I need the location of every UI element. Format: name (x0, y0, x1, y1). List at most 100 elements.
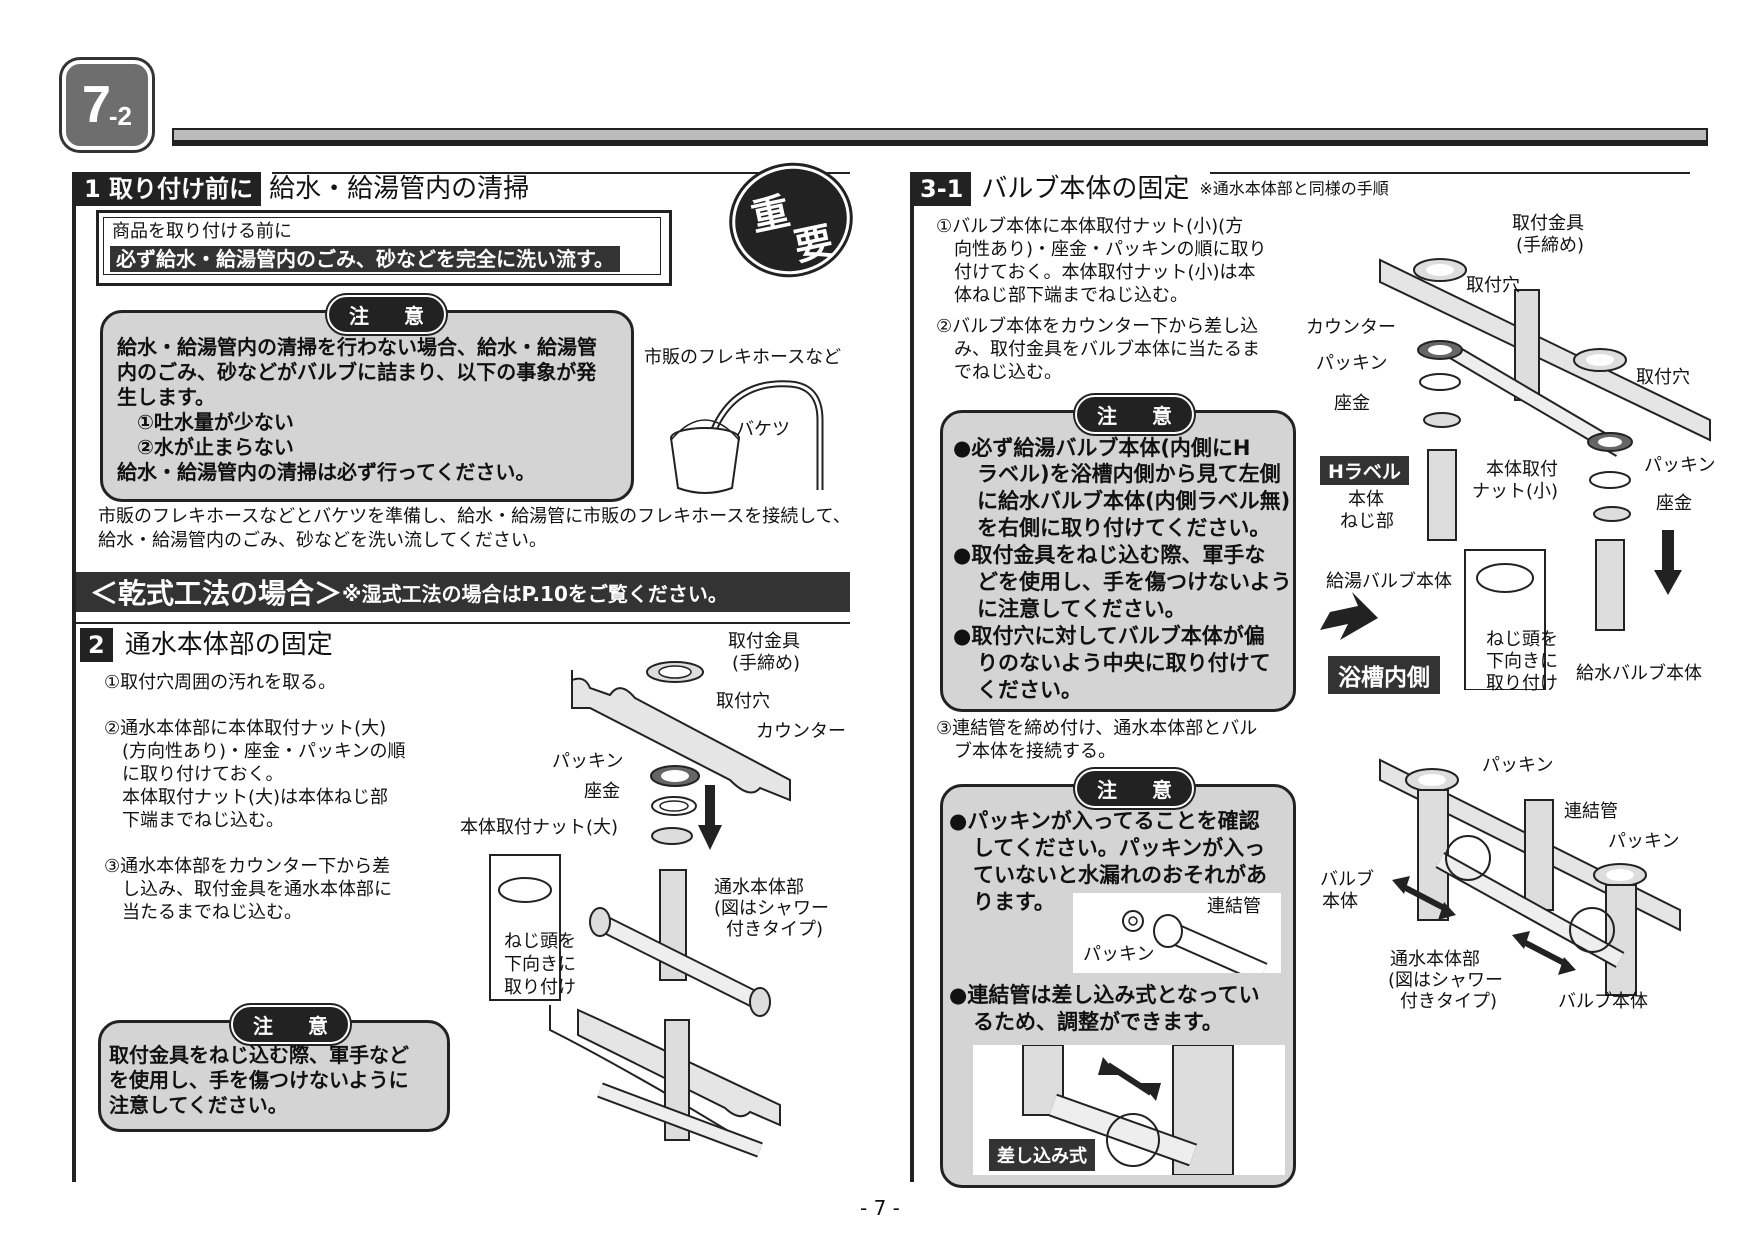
caution-3-line-9: りのないよう中央に取り付けて (977, 651, 1271, 675)
s3-label-hole-1: 取付穴 (1466, 275, 1520, 296)
caution-1-line-2: 内のごみ、砂などがバルブに詰まり、以下の事象が発 (117, 360, 597, 384)
caution-box-2: 注 意 取付金具をねじ込む際、軍手など を使用し、手を傷つけないように 注意して… (98, 1005, 450, 1132)
caution-3-line-3: に給水バルブ本体(内側ラベル無) (977, 489, 1291, 513)
dry-method-title: ＜乾式工法の場合＞ (90, 577, 343, 610)
s3b-label-body-3: 付きタイプ) (1400, 991, 1498, 1012)
s2-label-nut: 本体取付ナット(大) (460, 817, 619, 838)
s3-label-washer: 座金 (1334, 393, 1370, 414)
caution-4-line-2: してください。パッキンが入っ (973, 836, 1266, 860)
s3-label-packing-right: パッキン (1644, 455, 1716, 476)
s2-label-body-2: (図はシャワー (714, 898, 830, 919)
s2-label-body-3: 付きタイプ) (726, 919, 824, 940)
section2-tag: 2 (80, 628, 113, 662)
s2-label-hole: 取付穴 (716, 691, 770, 712)
bucket-hose-illustration (670, 380, 824, 494)
caution-3-line-1: ●必ず給湯バルブ本体(内側にH (953, 436, 1251, 460)
header-rule-shadow (172, 142, 1708, 146)
important-char-2: 要 (790, 218, 837, 270)
caution-label-3: 注 意 (1075, 395, 1194, 434)
section2-step-3b: し込み、取付金具を通水本体部に (122, 879, 392, 900)
s3-label-washer-right: 座金 (1656, 493, 1692, 514)
section2-diagram (489, 661, 791, 1158)
caution-3-line-8: ●取付穴に対してバルブ本体が偏 (953, 624, 1265, 648)
s3b-label-body-2: (図はシャワー (1388, 970, 1504, 991)
caution-label-4: 注 意 (1075, 769, 1194, 808)
caution-3-line-7: に注意してください。 (977, 597, 1186, 621)
s2-label-counter: カウンター (756, 721, 846, 742)
s3-label-screw-1: ねじ頭を (1486, 629, 1558, 650)
important-line-2: 必ず給水・給湯管内のごみ、砂などを完全に洗い流す。 (110, 246, 620, 272)
s3-step-1d: 体ねじ部下端までねじ込む。 (954, 285, 1188, 306)
caution-3-line-5: ●取付金具をねじ込む際、軍手な (953, 543, 1266, 567)
caution-2-line-2: を使用し、手を傷つけないように (109, 1068, 409, 1092)
section2-step-2d: 本体取付ナット(大)は本体ねじ部 (122, 787, 389, 808)
s3b-label-packing-2: パッキン (1608, 831, 1680, 852)
s3-step-1b: 向性あり)・座金・パッキンの順に取り (954, 239, 1267, 260)
section3-title: バルブ本体の固定 (981, 174, 1190, 204)
s3-label-nut-2: ナット(小) (1472, 481, 1559, 502)
caution-2-line-1: 取付金具をねじ込む際、軍手など (109, 1043, 409, 1067)
s3-label-packing: パッキン (1316, 353, 1388, 374)
section2-step-2b: (方向性あり)・座金・パッキンの順 (122, 741, 406, 762)
s3-label-fitting: 取付金具 (1512, 213, 1584, 234)
section2-step-3c: 当たるまでねじ込む。 (122, 902, 302, 923)
section3-rule (1210, 172, 1690, 174)
important-seal: 重 要 (722, 154, 860, 286)
caution-4-line-6: るため、調整ができます。 (973, 1010, 1223, 1034)
s3-label-nut-1: 本体取付 (1486, 459, 1558, 480)
s3-step-1c: 付けておく。本体取付ナット(小)は本 (954, 262, 1256, 283)
s3-step-2c: でねじ込む。 (954, 362, 1062, 383)
s3-step-3a: ③連結管を締め付け、通水本体部とバル (936, 718, 1258, 739)
inset-packing-label: パッキン (1083, 944, 1155, 965)
important-char-1: 重 (747, 188, 794, 240)
section1-title: 給水・給湯管内の清掃 (269, 174, 530, 204)
section3-heading: 3-1 バルブ本体の固定 ※通水本体部と同様の手順 (912, 172, 1389, 206)
insert-type-drawing (1022, 1045, 1234, 1175)
caution-label-2: 注 意 (231, 1005, 350, 1044)
section2-step-2a: ②通水本体部に本体取付ナット(大) (104, 718, 387, 739)
right-column-rule (910, 172, 914, 1182)
caution-label-1: 注 意 (327, 295, 446, 334)
s3b-label-body-1: 通水本体部 (1390, 949, 1480, 970)
section2-title: 通水本体部の固定 (124, 630, 333, 660)
s3-h-label: Hラベル (1320, 456, 1409, 485)
caution-1-line-5: ②水が止まらない (137, 435, 294, 459)
badge-subnumber: -2 (108, 100, 133, 131)
section-badge: 7-2 (62, 60, 152, 150)
caution-4-line-1: ●パッキンが入ってることを確認 (949, 809, 1260, 833)
caution-2-line-3: 注意してください。 (109, 1093, 288, 1117)
s3-step-2b: み、取付金具をバルブ本体に当たるま (954, 339, 1260, 360)
section2-rule (76, 622, 850, 624)
s3-label-screw-2: 下向きに (1486, 651, 1558, 672)
dry-method-note: ※湿式工法の場合はP.10をご覧ください。 (342, 581, 728, 606)
inset-pipe-label: 連結管 (1207, 896, 1261, 917)
s2-label-fitting-sub: (手締め) (732, 653, 801, 674)
s3-label-counter: カウンター (1306, 317, 1396, 338)
pipe-packing-drawing (1122, 910, 1268, 973)
section3-diagram-2 (1379, 758, 1681, 996)
caution-3-line-2: ラベル)を浴槽内側から見て左側 (977, 462, 1281, 486)
caution-3-line-6: どを使用し、手を傷つけないよう (977, 570, 1292, 594)
section1-heading: 1 取り付け前に 給水・給湯管内の清掃 (76, 172, 529, 206)
s3b-label-valve-1: バルブ (1320, 869, 1374, 890)
caution-3-line-4: を右側に取り付けてください。 (977, 516, 1271, 540)
bucket-label: バケツ (736, 419, 790, 440)
s2-label-washer: 座金 (584, 781, 620, 802)
section1-tag: 1 取り付け前に (76, 172, 262, 206)
s3-label-hot-valve: 給湯バルブ本体 (1326, 571, 1452, 592)
insert-type-photo: 差し込み式 (973, 1045, 1285, 1175)
caution-box-1: 注 意 給水・給湯管内の清掃を行わない場合、給水・給湯管 内のごみ、砂などがバル… (100, 295, 634, 502)
s2-label-fitting: 取付金具 (728, 631, 800, 652)
s3-label-screw-3: 取り付け (1486, 673, 1558, 694)
s3b-label-valve-2: 本体 (1322, 891, 1358, 912)
section1-note-line-2: 給水・給湯管内のごみ、砂などを洗い流してください。 (98, 530, 547, 551)
s3-label-fitting-sub: (手締め) (1516, 235, 1585, 256)
section1-rule (272, 172, 850, 174)
caution-4-line-3: ていないと水漏れのおそれがあ (973, 863, 1267, 887)
s2-label-screw-3: 取り付け (504, 977, 576, 998)
s3-step-1a: ①バルブ本体に本体取付ナット(小)(方 (936, 216, 1244, 237)
section3-diagram-1 (1320, 258, 1711, 690)
section2-step-1: ①取付穴周囲の汚れを取る。 (104, 672, 337, 693)
s3-step-3b: ブ本体を接続する。 (954, 741, 1116, 762)
caution-4-line-5: ●連結管は差し込み式となってい (949, 983, 1260, 1007)
